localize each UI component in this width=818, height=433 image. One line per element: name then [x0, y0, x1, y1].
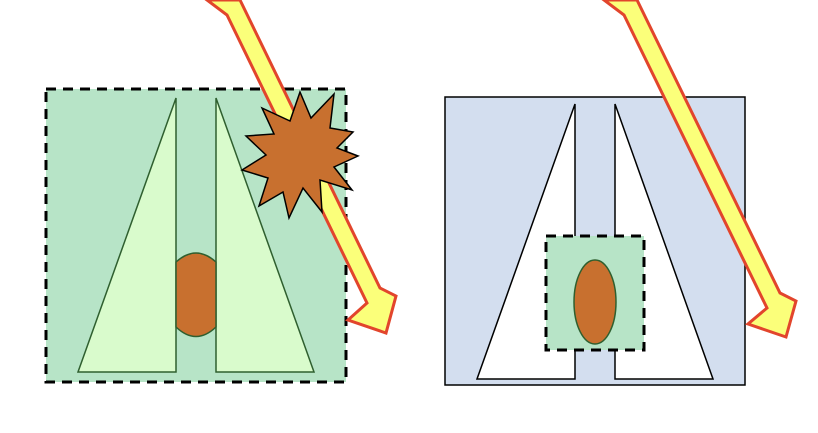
right-panel-core-icon	[573, 259, 617, 345]
left-panel-core-icon	[175, 252, 217, 338]
right-panel	[444, 96, 746, 386]
left-panel-right-triangle	[215, 97, 316, 373]
right-ray-arrow-icon	[601, 0, 798, 339]
left-panel-left-triangle	[76, 97, 177, 373]
impact-starburst-icon	[240, 89, 360, 221]
